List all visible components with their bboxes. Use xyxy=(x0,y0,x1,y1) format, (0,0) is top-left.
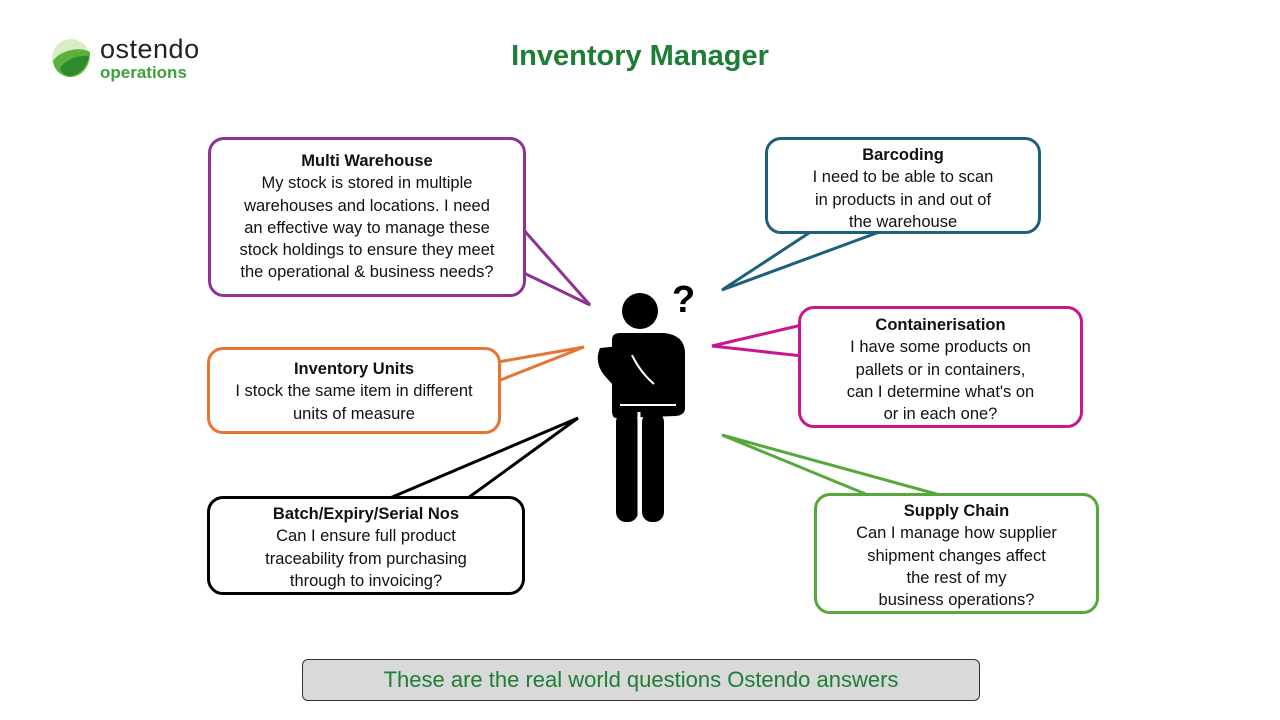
green-leaf-logo-icon xyxy=(52,39,90,78)
bubble-line: in products in and out of xyxy=(814,190,992,209)
bubble-supply-chain: Supply Chain Can I manage how supplier s… xyxy=(814,493,1099,614)
thinking-person-icon xyxy=(597,293,685,522)
bubble-line: or in each one? xyxy=(883,405,998,424)
bubble-line: I stock the same item in different xyxy=(235,382,473,401)
bubble-line: traceability from purchasing xyxy=(265,549,467,568)
bubble-line: warehouses and locations. I need xyxy=(244,196,490,215)
bubble-line: units of measure xyxy=(293,404,415,423)
bubble-line: the warehouse xyxy=(848,212,958,231)
bubble-barcoding: Barcoding I need to be able to scan in p… xyxy=(765,137,1041,234)
bubble-line: shipment changes affect xyxy=(867,546,1046,565)
bubble-title: Barcoding xyxy=(862,146,944,164)
logo-subtitle: operations xyxy=(100,63,187,82)
bubble-title: Supply Chain xyxy=(903,502,1010,520)
bubble-line: I have some products on xyxy=(850,338,1031,357)
bubble-line: I need to be able to scan xyxy=(812,168,994,187)
page-title: Inventory Manager xyxy=(511,40,769,72)
bubble-line: pallets or in containers, xyxy=(855,360,1026,379)
tail-containerisation xyxy=(711,323,804,358)
tail-barcoding xyxy=(721,229,883,292)
bubble-title: Multi Warehouse xyxy=(301,152,433,170)
bubble-line: an effective way to manage these xyxy=(244,218,490,237)
bubble-line: Can I ensure full product xyxy=(276,527,456,546)
bubble-title: Batch/Expiry/Serial Nos xyxy=(272,505,460,523)
bubble-line: business operations? xyxy=(878,591,1035,610)
bubble-containerisation: Containerisation I have some products on… xyxy=(798,306,1083,428)
bubble-line: My stock is stored in multiple xyxy=(261,174,473,193)
bubble-line: the rest of my xyxy=(906,568,1007,587)
tail-inventory-units xyxy=(496,345,585,384)
bubble-title: Inventory Units xyxy=(293,360,415,378)
bottom-banner: These are the real world questions Osten… xyxy=(302,659,980,701)
bubble-line: through to invoicing? xyxy=(289,571,443,590)
bubble-line: the operational & business needs? xyxy=(240,263,494,282)
bubble-line: can I determine what's on xyxy=(846,382,1035,401)
bubble-inventory-units: Inventory Units I stock the same item in… xyxy=(207,347,501,434)
tail-supply-chain xyxy=(721,433,941,497)
bubble-title: Containerisation xyxy=(875,316,1006,334)
company-logo: ostendo operations xyxy=(50,36,250,86)
question-mark-icon: ? xyxy=(672,279,695,321)
bubble-line: Can I manage how supplier xyxy=(856,524,1057,543)
logo-name: ostendo xyxy=(100,34,200,64)
bubble-multi-warehouse: Multi Warehouse My stock is stored in mu… xyxy=(208,137,526,297)
bubble-batch-expiry-serial: Batch/Expiry/Serial Nos Can I ensure ful… xyxy=(207,496,525,595)
bubble-line: stock holdings to ensure they meet xyxy=(239,241,495,260)
